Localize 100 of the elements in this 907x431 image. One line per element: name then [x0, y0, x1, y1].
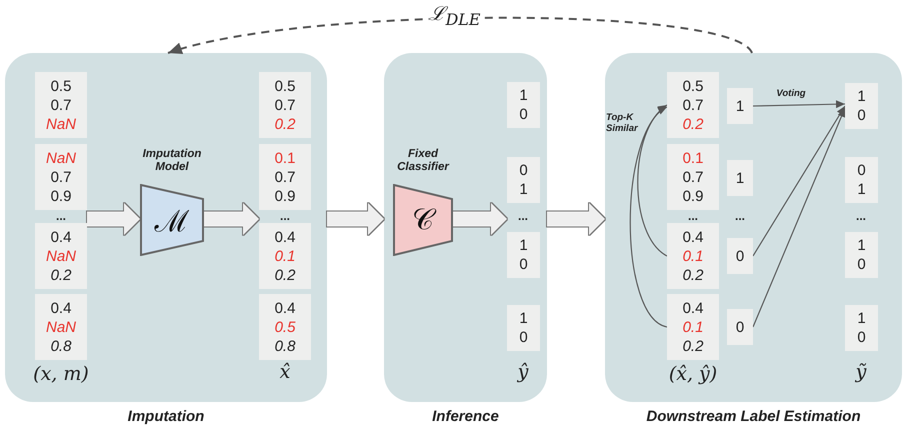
vector-card [727, 238, 753, 274]
value-text: 0.1 [682, 148, 704, 168]
ellipsis: ... [856, 212, 866, 220]
value-text: 0.5 [50, 76, 72, 96]
value-text: 0.5 [682, 76, 704, 96]
value-text: 0 [519, 255, 528, 274]
vector-card [35, 294, 87, 360]
vector-card [727, 309, 753, 345]
math-label: (x̂, ŷ) [668, 363, 718, 385]
value-text: 0.4 [682, 298, 704, 318]
value-text: 1 [857, 236, 866, 255]
value-text: 0 [736, 318, 744, 336]
panel-title: Downstream Label Estimation [645, 408, 862, 425]
vector-card [845, 232, 878, 278]
vector-card [507, 232, 540, 278]
vector-card [845, 83, 878, 129]
value-text: 0.5 [274, 76, 296, 96]
value-text: 0.8 [50, 336, 72, 356]
ellipsis: ... [518, 212, 528, 220]
value-text: 1 [857, 87, 866, 106]
vector-card [667, 294, 719, 360]
vector-card [259, 72, 311, 138]
vector-card [259, 223, 311, 289]
vector-card [727, 88, 753, 124]
model-title: Fixed Classifier [396, 148, 450, 174]
vector-card [667, 223, 719, 289]
value-text: 0.7 [50, 168, 72, 186]
value-text: 0.1 [682, 246, 704, 266]
value-text: NaN [46, 246, 76, 266]
vector-card [507, 82, 540, 128]
block-arrow [204, 203, 259, 235]
value-text: 0.7 [682, 96, 704, 114]
value-text: 0.1 [682, 318, 704, 336]
value-text: 0.4 [50, 298, 72, 318]
value-text: 1 [857, 309, 866, 328]
dashed-arrow [168, 16, 753, 56]
ellipsis: ... [280, 212, 290, 220]
value-text: 0.2 [274, 114, 296, 134]
vector-card [727, 160, 753, 196]
value-text: 0.7 [274, 96, 296, 114]
math-label: x̂ [280, 361, 290, 383]
math-label: ŷ [518, 361, 528, 383]
value-text: 0 [519, 161, 528, 180]
panel-title: Inference [431, 408, 500, 425]
value-text: 0.2 [682, 266, 704, 284]
curved-arrow [630, 106, 668, 328]
value-text: 0.8 [274, 336, 296, 356]
value-text: 0.1 [274, 246, 296, 266]
value-text: 1 [736, 96, 744, 116]
vector-card [845, 157, 878, 203]
value-text: 0.4 [682, 228, 704, 246]
value-text: 0.9 [682, 186, 704, 206]
value-text: 0 [519, 328, 528, 347]
ellipsis: ... [735, 212, 745, 220]
value-text: 1 [736, 168, 744, 188]
arrow [752, 106, 846, 256]
value-text: 0.4 [274, 298, 296, 318]
vector-card [507, 305, 540, 351]
value-text: 0 [857, 328, 866, 347]
value-text: 1 [519, 236, 528, 255]
vector-card [667, 72, 719, 138]
value-text: 0.7 [50, 96, 72, 114]
value-text: 0.2 [50, 266, 72, 284]
value-text: 0.2 [682, 114, 704, 134]
block-arrow [453, 203, 507, 235]
math-symbol: 𝒞 [412, 202, 434, 238]
vector-card [35, 223, 87, 289]
value-text: 1 [857, 180, 866, 199]
model-title: Imputation Model [142, 148, 202, 174]
block-arrow [327, 203, 384, 235]
vector-card [259, 144, 311, 210]
block-arrow [87, 203, 140, 235]
value-text: 0.4 [274, 228, 296, 246]
curved-arrow [637, 104, 668, 256]
value-text: NaN [46, 148, 76, 168]
math-label: ỹ [856, 361, 866, 383]
value-text: 0.1 [274, 148, 296, 168]
value-text: NaN [46, 318, 76, 336]
value-text: 0 [857, 161, 866, 180]
value-text: 0 [857, 255, 866, 274]
value-text: NaN [46, 114, 76, 134]
value-text: 0.9 [274, 186, 296, 206]
value-text: 0.4 [50, 228, 72, 246]
vector-card [667, 144, 719, 210]
value-text: 0.5 [274, 318, 296, 336]
value-text: 0.9 [50, 186, 72, 206]
vector-card [35, 144, 87, 210]
vector-card [35, 72, 87, 138]
value-text: 1 [519, 86, 528, 105]
math-label: (x, m) [33, 363, 89, 385]
value-text: 0 [736, 246, 744, 266]
vector-card [845, 305, 878, 351]
ellipsis: ... [56, 212, 66, 220]
vector-card [259, 294, 311, 360]
block-arrow [547, 203, 605, 235]
edge-label: Voting [776, 88, 806, 99]
value-text: 0.2 [274, 266, 296, 284]
panel-title: Imputation [126, 408, 206, 425]
vector-card [507, 157, 540, 203]
math-symbol: ℳ [154, 204, 190, 240]
